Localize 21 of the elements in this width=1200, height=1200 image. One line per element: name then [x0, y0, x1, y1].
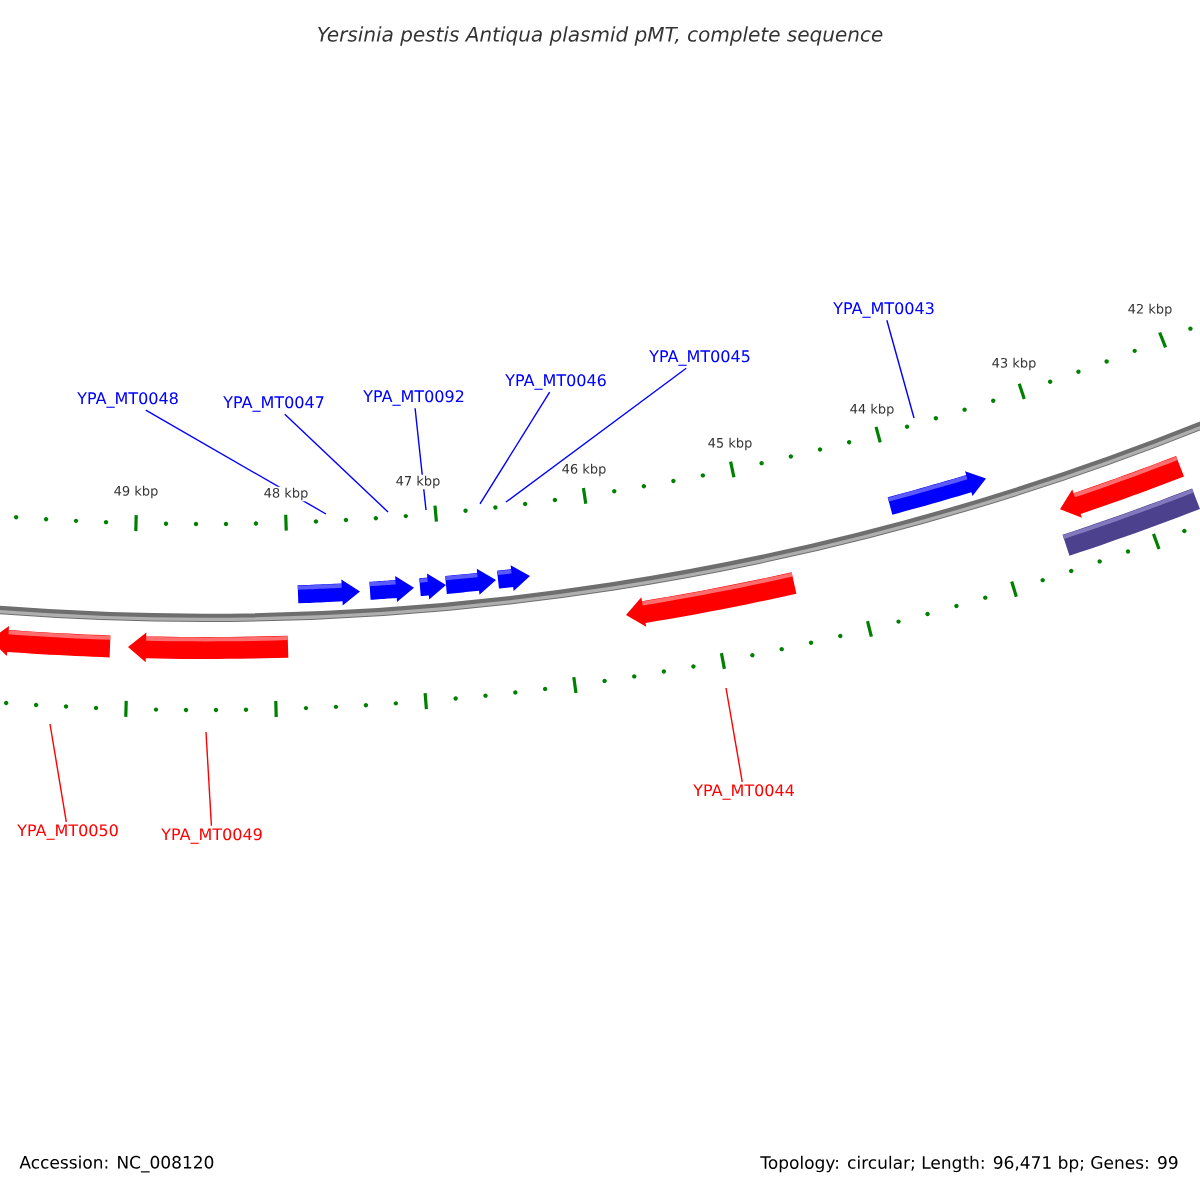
- footer-text: Accession: NC_008120: [19, 1155, 214, 1173]
- gene-label: YPA_MT0049: [161, 828, 262, 844]
- leader-line: [505, 367, 687, 503]
- leader-line: [479, 391, 551, 505]
- leader-line: [886, 319, 915, 419]
- gene-label: YPA_MT0043: [833, 302, 934, 318]
- gene-label: YPA_MT0047: [223, 396, 324, 412]
- title: Yersinia pestis Antiqua plasmid pMT, complete sequence: [318, 26, 883, 46]
- gene-label: YPA_MT0045: [649, 350, 750, 366]
- footer-text: Topology: circular; Length: 96,471 bp; Genes: 99: [760, 1155, 1178, 1173]
- gene-label: YPA_MT0048: [77, 392, 178, 408]
- leader-line: [414, 407, 427, 511]
- gene-label: YPA_MT0044: [693, 784, 794, 800]
- gene-label: YPA_MT0092: [363, 390, 464, 406]
- leader-line: [284, 413, 389, 513]
- leader-line: [205, 731, 213, 827]
- gene-label: YPA_MT0046: [505, 374, 606, 390]
- leader-line: [49, 723, 67, 823]
- leader-line: [725, 687, 743, 783]
- gene-label: YPA_MT0050: [17, 824, 118, 840]
- leader-line: [145, 409, 327, 515]
